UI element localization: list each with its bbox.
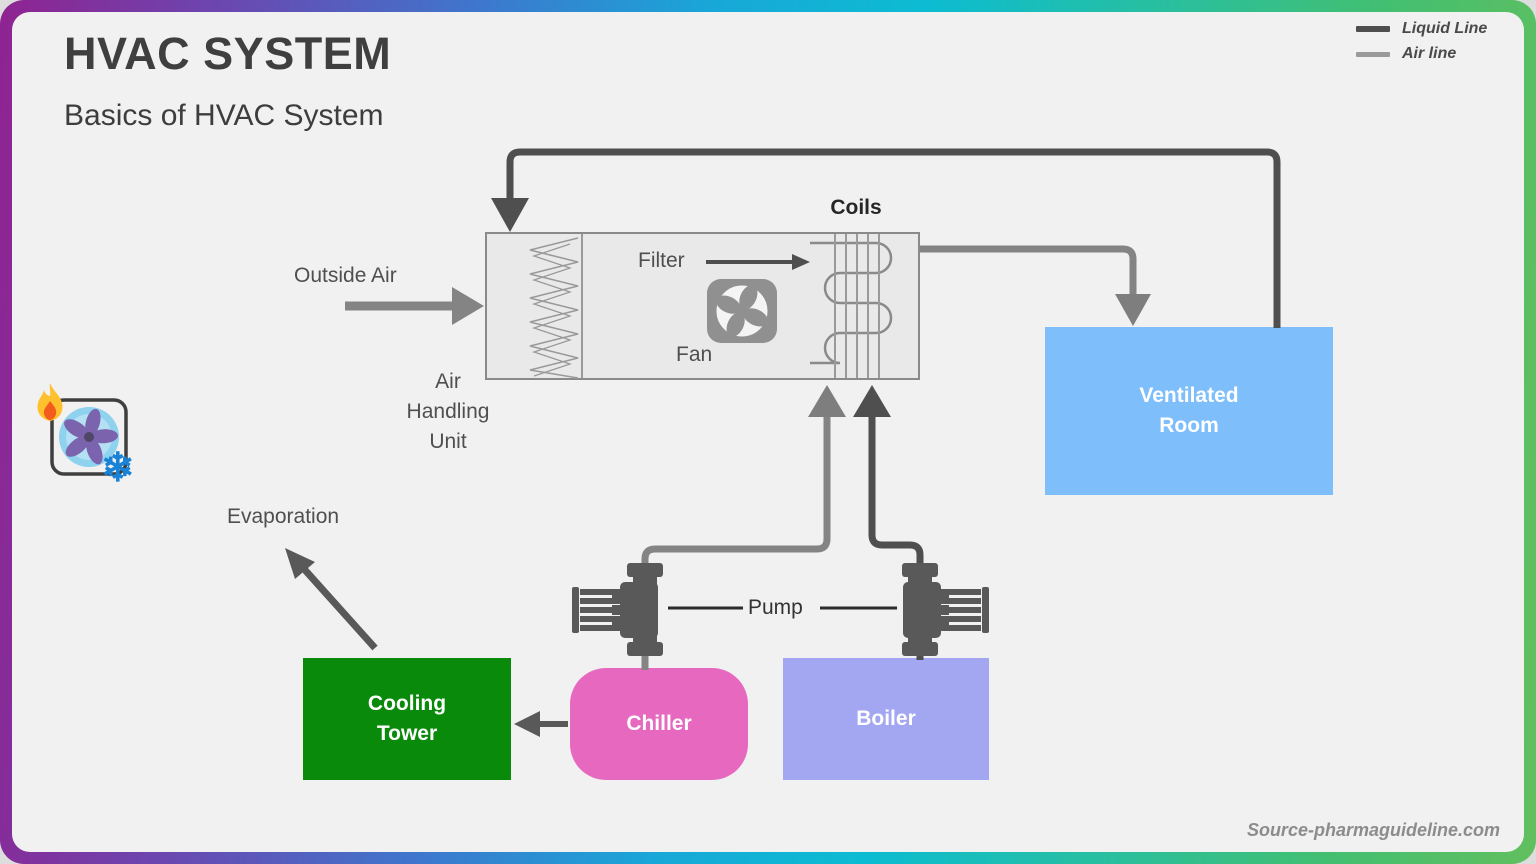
- fan-label: Fan: [676, 343, 713, 366]
- cooling-tower-label: Cooling Tower: [367, 692, 447, 745]
- ventilated-room-label: Ventilated Room: [1139, 384, 1239, 437]
- air-line-swatch: [1356, 51, 1390, 57]
- coils-label: Coils: [830, 196, 882, 219]
- chiller-box: Chiller: [570, 668, 748, 780]
- filter-icon: [529, 234, 583, 379]
- pump-icon-left: [572, 563, 663, 656]
- supply-air-line: [920, 245, 1151, 326]
- liquid-line-label: Liquid Line: [1402, 20, 1488, 37]
- cooling-tower-box: Cooling Tower: [303, 658, 511, 780]
- air-handling-unit-label: Air Handling Unit: [406, 370, 490, 453]
- outside-air-arrow: [345, 287, 484, 325]
- air-line-label: Air line: [1402, 45, 1457, 62]
- page-title: HVAC SYSTEM: [64, 28, 392, 79]
- boiler-box: Boiler: [783, 658, 989, 780]
- chiller-to-tower-arrow: [514, 711, 568, 737]
- filter-arrow: [706, 254, 810, 270]
- source-credit: Source-pharmaguideline.com: [1246, 820, 1500, 840]
- chiller-label: Chiller: [626, 712, 692, 735]
- liquid-line-swatch: [1356, 26, 1390, 32]
- legend: Liquid Line Air line: [1356, 20, 1487, 63]
- fan-icon: [707, 279, 777, 343]
- chilled-water-pipe: [641, 385, 846, 670]
- return-air-line: [491, 148, 1281, 328]
- pump-label: Pump: [748, 596, 803, 619]
- pump-icon-right: [902, 563, 989, 656]
- coils-icon: [810, 234, 893, 378]
- filter-label: Filter: [638, 249, 685, 272]
- evaporation-arrow: [285, 548, 378, 651]
- outside-air-label: Outside Air: [294, 264, 397, 287]
- legend-row-liquid: Liquid Line: [1356, 20, 1487, 38]
- page-subtitle: Basics of HVAC System: [64, 99, 384, 132]
- evaporation-label: Evaporation: [227, 505, 340, 528]
- boiler-label: Boiler: [856, 707, 916, 730]
- snowflake-icon: ❄: [101, 446, 135, 490]
- ventilated-room-box: Ventilated Room: [1045, 327, 1333, 495]
- hvac-badge-icon: [37, 383, 128, 476]
- flame-icon: [37, 383, 63, 421]
- legend-row-air: Air line: [1356, 45, 1487, 63]
